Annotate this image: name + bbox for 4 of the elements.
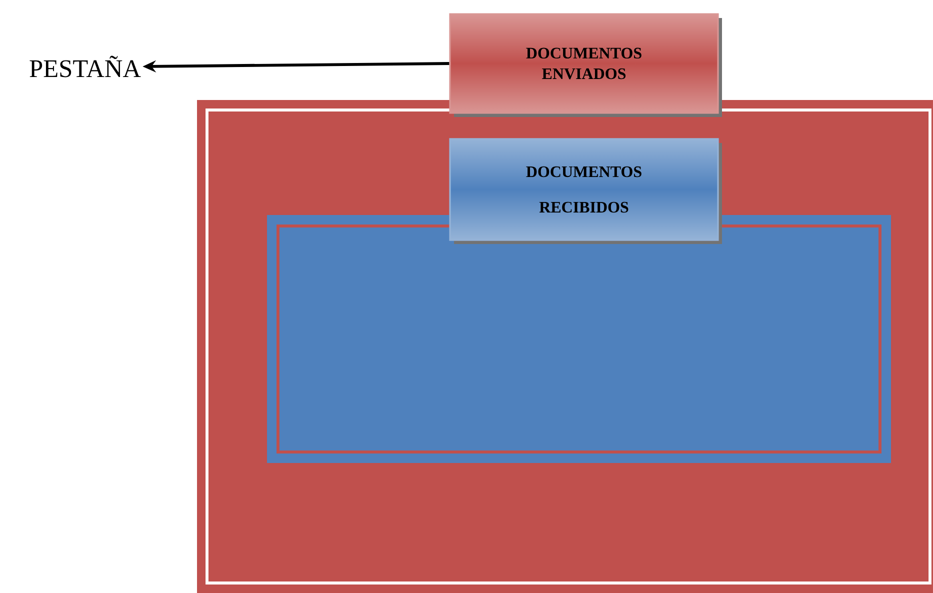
content-panel [267,215,891,463]
tab: DOCUMENTOS ENVIADOS [449,13,722,117]
tab: DOCUMENTOS RECIBIDOS [449,138,722,244]
tab-label: PESTAÑA [30,56,141,78]
